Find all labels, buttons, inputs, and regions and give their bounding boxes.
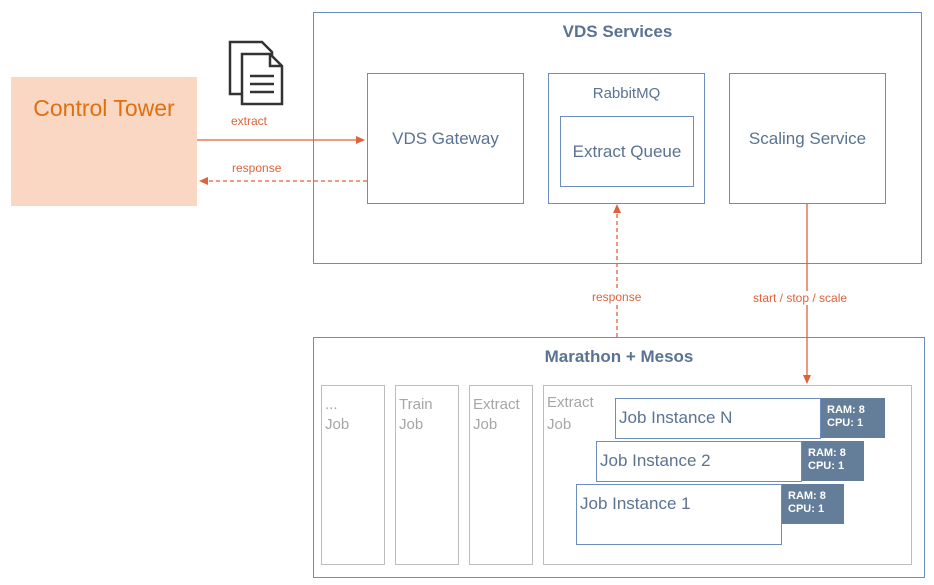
extract-job-node	[469, 385, 533, 565]
train-job-label-2: Job	[399, 416, 424, 433]
other-job-label-2: Job	[325, 416, 350, 433]
cpu-label: CPU: 1	[808, 460, 845, 472]
job-instance-1: Job Instance 1	[576, 484, 782, 545]
scaling-edge-label: start / stop / scale	[751, 291, 850, 305]
vds-gateway-node: VDS Gateway	[367, 73, 524, 204]
scaling-service-node: Scaling Service	[729, 73, 886, 204]
cpu-label: CPU: 1	[827, 417, 864, 429]
ram-label: RAM: 8	[788, 490, 826, 502]
response-edge-label-top: response	[232, 161, 282, 175]
extract-container-label-1: Extract	[547, 394, 594, 411]
other-job-node	[321, 385, 385, 565]
ram-label: RAM: 8	[827, 404, 865, 416]
job-instance-n-label: Job Instance N	[619, 408, 733, 427]
extract-job-label-2: Job	[473, 416, 498, 433]
other-job-label-1: ...	[325, 396, 338, 413]
cpu-label: CPU: 1	[788, 503, 825, 515]
vds-services-title: VDS Services	[562, 22, 673, 41]
train-job-node	[395, 385, 459, 565]
job-instance-n: Job Instance N	[615, 398, 821, 439]
train-job-label-1: Train	[399, 396, 433, 413]
job-instance-1-label: Job Instance 1	[580, 494, 691, 513]
job-instance-2: Job Instance 2	[596, 441, 802, 482]
control-tower-label: Control Tower	[33, 95, 175, 121]
response-edge-label-mid: response	[590, 290, 644, 304]
extract-edge-label: extract	[231, 114, 268, 128]
scaling-service-label: Scaling Service	[748, 128, 867, 148]
document-stack-icon	[228, 40, 288, 106]
rabbitmq-label: RabbitMQ	[592, 85, 661, 102]
extract-queue-node: Extract Queue	[560, 116, 694, 187]
job-instance-2-label: Job Instance 2	[600, 451, 711, 470]
resource-badge-2: RAM: 8 CPU: 1	[802, 441, 864, 481]
resource-badge-n: RAM: 8 CPU: 1	[821, 398, 885, 438]
marathon-mesos-title: Marathon + Mesos	[544, 347, 694, 366]
extract-queue-label: Extract Queue	[572, 141, 682, 161]
vds-gateway-label: VDS Gateway	[392, 128, 499, 148]
control-tower-node: Control Tower	[11, 77, 197, 206]
extract-job-label-1: Extract	[473, 396, 520, 413]
resource-badge-1: RAM: 8 CPU: 1	[782, 484, 844, 524]
extract-container-label-2: Job	[547, 416, 572, 433]
ram-label: RAM: 8	[808, 447, 846, 459]
